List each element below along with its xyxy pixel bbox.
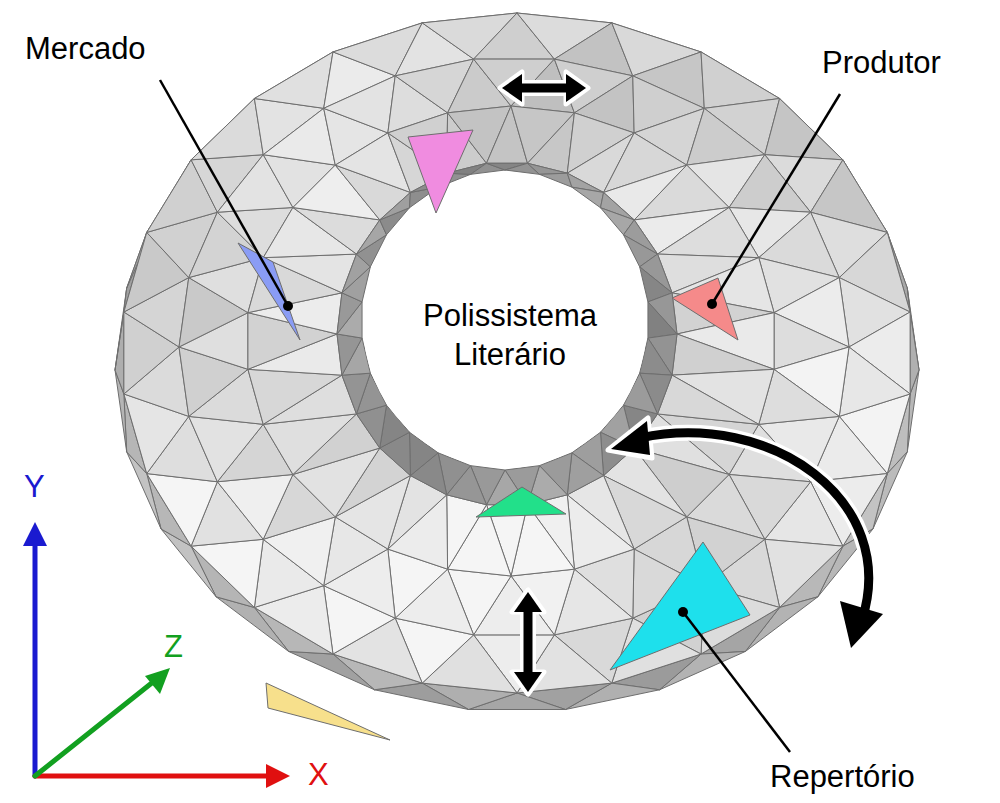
mesh-face <box>337 334 362 375</box>
mesh-face <box>263 108 335 165</box>
mesh-face <box>567 495 634 569</box>
mesh-face <box>567 453 603 495</box>
mesh-face <box>191 539 263 607</box>
mesh-face <box>648 302 677 338</box>
system-label: Polissistema Literário <box>390 297 630 375</box>
part-label: Produtor <box>822 44 941 81</box>
axis-label: Y <box>24 468 45 505</box>
axes <box>23 522 290 788</box>
mesh-face <box>189 416 263 481</box>
mesh-face <box>839 347 910 416</box>
axis-label: Z <box>164 628 183 665</box>
mesh-face <box>254 52 333 108</box>
mesh-face <box>248 369 342 424</box>
mesh-face <box>527 113 574 173</box>
part-label: Repertório <box>770 758 915 795</box>
mesh-face <box>147 474 218 547</box>
mesh-face <box>217 474 293 539</box>
part-label: Mercado <box>25 30 146 67</box>
leader-lines <box>160 80 840 752</box>
mesh-face <box>115 312 124 394</box>
mesh-face <box>380 192 411 219</box>
mesh-face <box>191 99 263 160</box>
mesh-face <box>342 373 370 414</box>
movement-arrows <box>500 72 886 694</box>
mesh-face <box>447 495 487 569</box>
mesh-face <box>658 375 759 424</box>
axis-label: X <box>308 756 329 793</box>
torus-mesh <box>115 13 919 710</box>
mesh-face <box>324 76 396 133</box>
mesh-face <box>527 163 567 174</box>
mesh-face <box>910 312 919 394</box>
mesh-face <box>672 334 774 375</box>
mesh-face <box>539 173 571 187</box>
torus-hole <box>363 180 647 468</box>
